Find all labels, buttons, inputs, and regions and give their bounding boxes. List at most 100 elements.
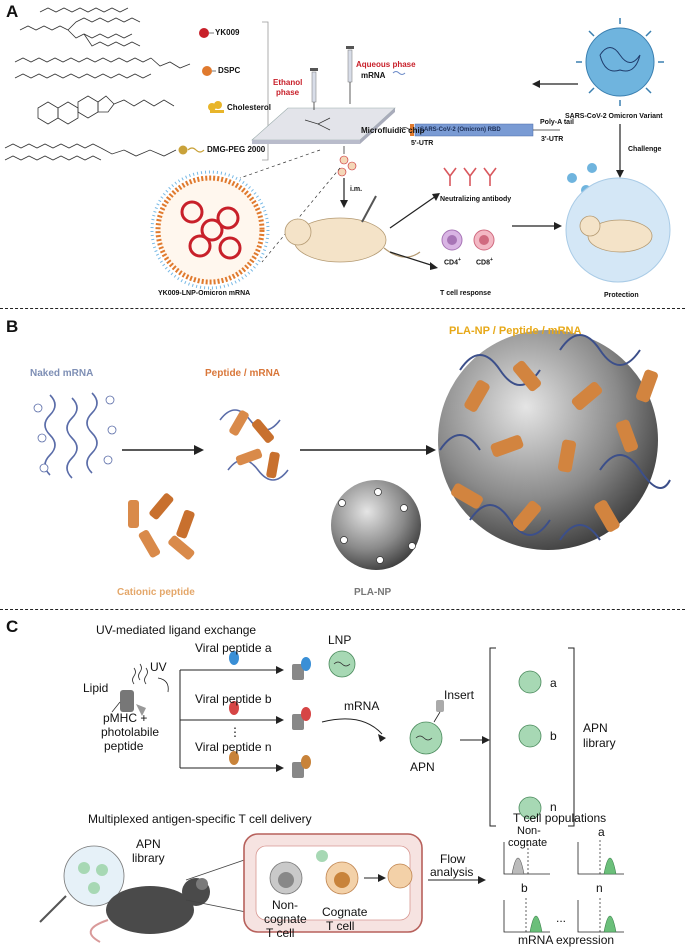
negative-charges — [33, 395, 117, 473]
library-b: b — [550, 729, 557, 743]
panel-b-letter: B — [6, 317, 19, 336]
panel-divider-bc — [0, 609, 685, 610]
pmhc-label-3: peptide — [104, 739, 144, 753]
final-nanoparticle — [438, 330, 671, 550]
ethanol-phase-label-2: phase — [276, 88, 300, 97]
apn-library-circle — [63, 845, 125, 907]
cholesterol-structure — [37, 95, 175, 125]
virus-illustration — [576, 18, 664, 106]
utr3-label: 3'-UTR — [541, 136, 564, 143]
final-label: PLA-NP / Peptide / mRNA — [449, 325, 582, 337]
flow-label-1: Flow — [440, 852, 466, 866]
pmhc-label-2: photolabile — [101, 725, 160, 739]
apn-library-2-label-1: APN — [136, 837, 161, 851]
apn-library-label-1: APN — [583, 721, 608, 735]
viral-peptide-a: Viral peptide a — [195, 641, 272, 655]
library-apns — [518, 670, 542, 820]
insert-label: Insert — [444, 688, 475, 702]
hist-noncog-2: cognate — [508, 837, 548, 849]
mrna-label-a: mRNA — [361, 71, 386, 80]
mrna-expression-label: mRNA expression — [518, 933, 615, 947]
microfluidic-chip — [251, 107, 396, 144]
challenge-label: Challenge — [628, 146, 662, 153]
dmg-peg-icon — [178, 145, 188, 155]
mrna-label-c: mRNA — [344, 699, 380, 713]
syringe-aqueous — [346, 46, 354, 104]
dmg-peg-structure — [4, 143, 177, 161]
mouse-illustration — [284, 195, 421, 263]
panel-divider-ab — [0, 308, 685, 309]
apn-sphere — [409, 721, 443, 755]
viral-dots: ⋮ — [229, 725, 241, 739]
lipid-yk009-label: YK009 — [215, 28, 240, 37]
tcell-pops-label: T cell populations — [513, 811, 607, 825]
uv-ligand-title: UV-mediated ligand exchange — [96, 623, 257, 637]
apn-library-label-2: library — [583, 736, 616, 750]
hist-noncog-1: Non- — [517, 825, 541, 837]
pmhc-label-1: pMHC + — [103, 711, 148, 725]
yk009-structure — [19, 7, 141, 47]
neutralizing-label: Neutralizing antibody — [440, 196, 512, 203]
cd8-label: CD8+ — [476, 257, 493, 267]
aqueous-phase-label: Aqueous phase — [356, 60, 416, 69]
antibody-icons — [443, 167, 497, 186]
cationic-peptides — [128, 493, 195, 560]
lnp-label: LNP — [328, 633, 352, 647]
virus-label: SARS-CoV-2 Omicron Variant — [565, 113, 663, 120]
cd4-label: CD4+ — [444, 257, 461, 267]
apn-label: APN — [410, 760, 435, 774]
im-label: i.m. — [350, 186, 363, 193]
tcell-response-label: T cell response — [440, 290, 491, 297]
peptide-mrna-label: Peptide / mRNA — [205, 368, 281, 379]
syringe-ethanol — [310, 68, 318, 110]
ethanol-phase-label: Ethanol — [273, 78, 303, 87]
chip-label: Microfluidic chip — [361, 126, 425, 135]
pla-np-label: PLA-NP — [354, 587, 392, 598]
viral-peptide-b: Viral peptide b — [195, 692, 272, 706]
panel-c-letter: C — [6, 617, 19, 636]
dspc-icon — [202, 66, 212, 76]
cationic-peptide-label: Cationic peptide — [117, 587, 195, 598]
rbd-label: SARS-CoV-2 (Omicron) RBD — [420, 127, 501, 133]
hist-dots: ... — [556, 911, 567, 925]
lipid-dmg-peg-label: DMG-PEG 2000 — [207, 145, 266, 154]
yk009-icon — [199, 28, 209, 38]
lnp-mrna-label: YK009-LNP-Omicron mRNA — [158, 290, 251, 297]
lnp-illustration — [150, 170, 270, 290]
mouse-dark — [89, 878, 210, 943]
uv-wavy — [132, 663, 148, 685]
lipid-dspc-label: DSPC — [218, 66, 241, 75]
cognate-label-1: Cognate — [322, 905, 368, 919]
hist-n: n — [596, 881, 603, 895]
noncognate-label-3: T cell — [266, 926, 295, 940]
lipid-cholesterol-label: Cholesterol — [227, 103, 272, 112]
apn-library-2-label-2: library — [132, 851, 165, 865]
library-n: n — [550, 800, 557, 814]
naked-mrna-helix — [44, 392, 98, 479]
viral-peptide-n: Viral peptide n — [195, 740, 272, 754]
panel-a-letter: A — [6, 2, 19, 21]
hist-b: b — [521, 881, 528, 895]
noncognate-label-1: Non- — [272, 898, 299, 912]
multiplexed-title: Multiplexed antigen-specific T cell deli… — [88, 812, 312, 826]
protection-label: Protection — [604, 292, 639, 299]
lipid-label: Lipid — [83, 681, 109, 695]
cognate-label-2: T cell — [326, 919, 355, 933]
uv-label: UV — [150, 660, 167, 674]
utr5-label: 5'-UTR — [411, 140, 434, 147]
pmhc-complex — [111, 690, 146, 716]
mrna-construct — [399, 123, 560, 137]
peptide-mrna-complex — [219, 409, 289, 481]
naked-mrna-label: Naked mRNA — [30, 368, 94, 379]
noncognate-label-2: cognate — [264, 912, 307, 926]
dspc-structure — [14, 57, 191, 79]
peptide-complexes — [292, 657, 311, 778]
flow-label-2: analysis — [430, 865, 474, 879]
pla-np-sphere — [331, 480, 421, 570]
hist-a: a — [598, 825, 605, 839]
polya-label: Poly-A tail — [540, 119, 574, 126]
library-a: a — [550, 676, 557, 690]
